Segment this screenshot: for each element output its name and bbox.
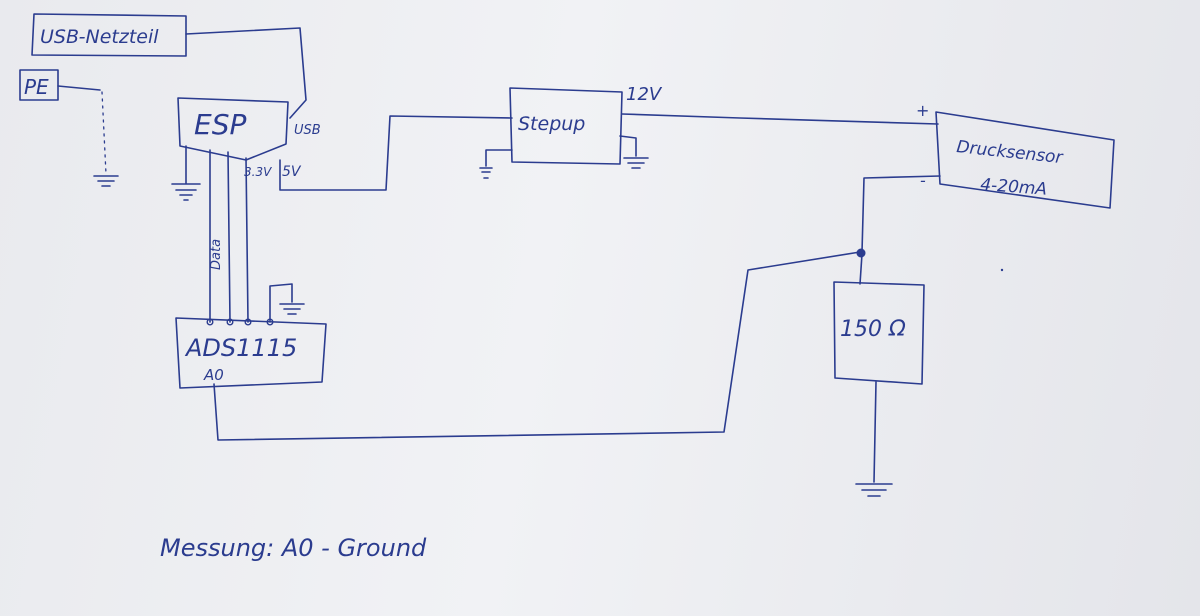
stepup-box (509, 87, 623, 165)
v12-label: 12V (626, 84, 663, 105)
ground-symbol-stepup-right (623, 157, 649, 169)
usb-port-label: USB (294, 123, 321, 138)
sensor-label-1: Drucksensor (955, 137, 1064, 168)
resistor-label: 150 Ω (840, 317, 906, 342)
wire-node-resistor (859, 253, 863, 285)
ground-symbol-stepup-left (479, 167, 493, 179)
stray-mark (1000, 268, 1004, 272)
usb-psu-box (31, 13, 187, 57)
pin-dot-2 (226, 318, 234, 326)
wire-stepup-gnd-right (619, 135, 637, 157)
minus-label: - (920, 171, 926, 190)
pressure-sensor-box (935, 111, 1115, 209)
wire-33v (245, 157, 249, 323)
wire-resistor-gnd (873, 381, 877, 483)
a0-label: A0 (203, 366, 224, 384)
esp-label: ESP (194, 108, 246, 141)
measurement-note: Messung: A0 - Ground (160, 534, 427, 562)
wire-scl (227, 151, 231, 323)
wire-pe-dotted (101, 91, 107, 175)
sensor-label-2: 4-20mA (980, 175, 1048, 200)
wire-pe (57, 85, 101, 91)
wire-stepup-gnd-left (485, 149, 513, 167)
pin-dot-1 (206, 318, 214, 326)
ground-symbol-resistor (855, 483, 893, 497)
wire-esp-gnd (171, 145, 201, 185)
ground-symbol-esp (175, 189, 197, 201)
pin-dot-4 (266, 318, 274, 326)
plus-label: + (916, 101, 929, 120)
pin-dot-3 (244, 318, 252, 326)
junction-node (856, 248, 866, 258)
usb-psu-label: USB-Netzteil (40, 26, 159, 48)
wire-5v (279, 115, 513, 191)
v5-label: 5V (282, 164, 302, 180)
esp-box (177, 97, 289, 161)
ground-symbol-adc (279, 303, 305, 315)
wire-a0 (213, 251, 861, 441)
resistor-box (833, 281, 925, 385)
data-label: Data (209, 239, 224, 270)
wire-adc-gnd (269, 283, 293, 323)
pe-label: PE (24, 75, 49, 99)
v33-label: 3.3V (244, 165, 272, 179)
adc-label: ADS1115 (184, 334, 297, 362)
wire-usb-power (185, 27, 307, 119)
wire-12v (621, 113, 939, 125)
wire-sensor-minus (861, 175, 941, 253)
stepup-label: Stepup (518, 113, 585, 135)
ground-symbol-pe (93, 175, 119, 187)
pe-box (19, 69, 59, 101)
adc-box (175, 317, 327, 389)
